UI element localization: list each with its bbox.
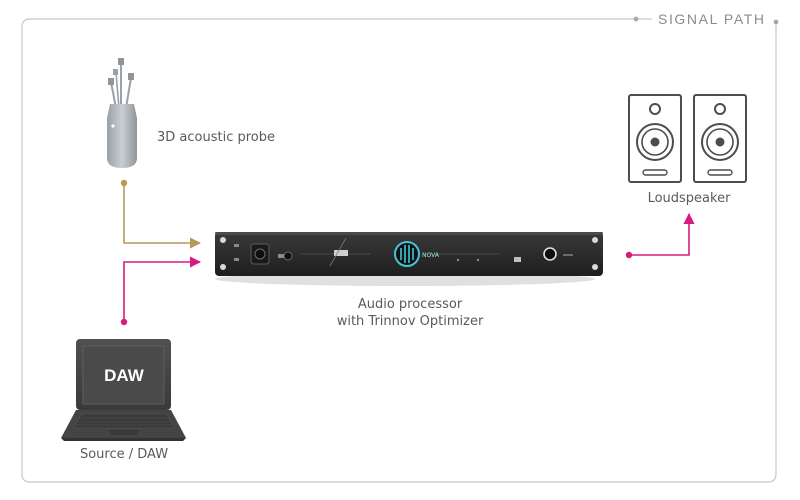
processor-label-line1: Audio processor [357,297,463,312]
loudspeaker-icon-left [628,94,682,183]
frame-border [21,18,777,483]
audio-processor-icon: NOVA [215,232,603,286]
loudspeaker-icon-right [693,94,747,183]
laptop-screen-text: DAW [104,366,145,385]
frame-dot-left [633,16,639,22]
probe-label: 3D acoustic probe [157,130,275,145]
probe-connection-arrow [123,183,202,249]
diagram-title: SIGNAL PATH [658,11,766,27]
frame-dot-right [773,19,779,25]
output-connection-arrow [629,212,695,256]
processor-label-line2: with Trinnov Optimizer [336,314,484,329]
loudspeaker-label: Loudspeaker [647,191,731,206]
source-connection-arrow [123,256,202,322]
probe-icon [107,58,137,168]
processor-display-text: NOVA [422,252,440,259]
source-label: Source / DAW [79,447,169,462]
laptop-icon: DAW [61,339,186,441]
